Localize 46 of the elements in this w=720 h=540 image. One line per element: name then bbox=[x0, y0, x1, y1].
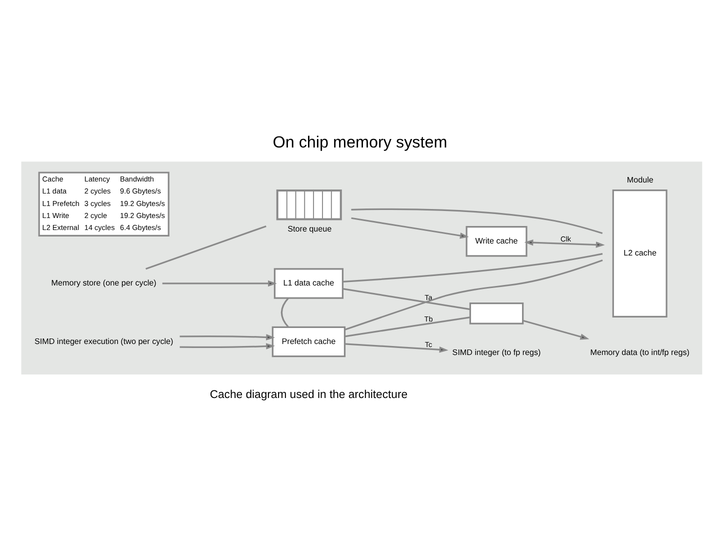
label: L2 External bbox=[42, 222, 80, 232]
node-trapezoid bbox=[469, 302, 524, 324]
label: 14 cycles bbox=[84, 222, 115, 232]
connector bbox=[344, 258, 603, 330]
label: 19.2 Gbytes/s bbox=[120, 210, 165, 220]
label: 6.4 Gbytes/s bbox=[120, 222, 161, 232]
node-text: Memory data (to int/fp regs) bbox=[590, 348, 690, 357]
connector bbox=[344, 316, 470, 337]
label: 9.6 Gbytes/s bbox=[120, 186, 161, 196]
node-box: Write cache bbox=[466, 225, 528, 256]
diagram-title: On chip memory system bbox=[272, 132, 448, 151]
arrow bbox=[180, 342, 276, 349]
label: L1 Prefetch bbox=[42, 198, 80, 208]
arrow bbox=[522, 319, 590, 340]
edge-label: Ta bbox=[424, 292, 432, 302]
arrow bbox=[162, 280, 277, 286]
node-box: Prefetch cache bbox=[272, 326, 346, 357]
connector bbox=[343, 252, 603, 282]
arrow bbox=[524, 238, 605, 248]
caption: Cache diagram used in the architecture bbox=[210, 388, 408, 401]
arrow bbox=[351, 216, 469, 238]
connector bbox=[342, 288, 470, 310]
label: Cache bbox=[42, 174, 64, 184]
label: L1 data bbox=[42, 186, 67, 196]
label: 19.2 Gbytes/s bbox=[120, 198, 165, 208]
label: 2 cycle bbox=[84, 210, 108, 220]
label: 3 cycles bbox=[84, 198, 111, 208]
connector bbox=[351, 208, 603, 234]
label: Latency bbox=[84, 174, 110, 184]
arrow bbox=[344, 342, 448, 352]
edge-label: Clk bbox=[560, 234, 572, 244]
node-box: L1 data cache bbox=[274, 268, 344, 298]
node-label: Module bbox=[626, 174, 654, 184]
node-text: SIMD integer (to fp regs) bbox=[452, 348, 541, 357]
node-text: SIMD integer execution (two per cycle) bbox=[34, 336, 174, 346]
edge-label: Tc bbox=[424, 339, 432, 348]
label: Bandwidth bbox=[120, 174, 154, 184]
node-label: Store queue bbox=[288, 224, 332, 234]
cluster bbox=[21, 161, 702, 374]
arrow bbox=[180, 334, 276, 340]
label: L1 Write bbox=[42, 210, 70, 220]
connector bbox=[280, 297, 290, 327]
node-text: Memory store (one per cycle) bbox=[51, 278, 156, 287]
connector bbox=[146, 224, 266, 270]
label: 2 cycles bbox=[84, 186, 111, 196]
edge-label: Tb bbox=[424, 314, 433, 324]
